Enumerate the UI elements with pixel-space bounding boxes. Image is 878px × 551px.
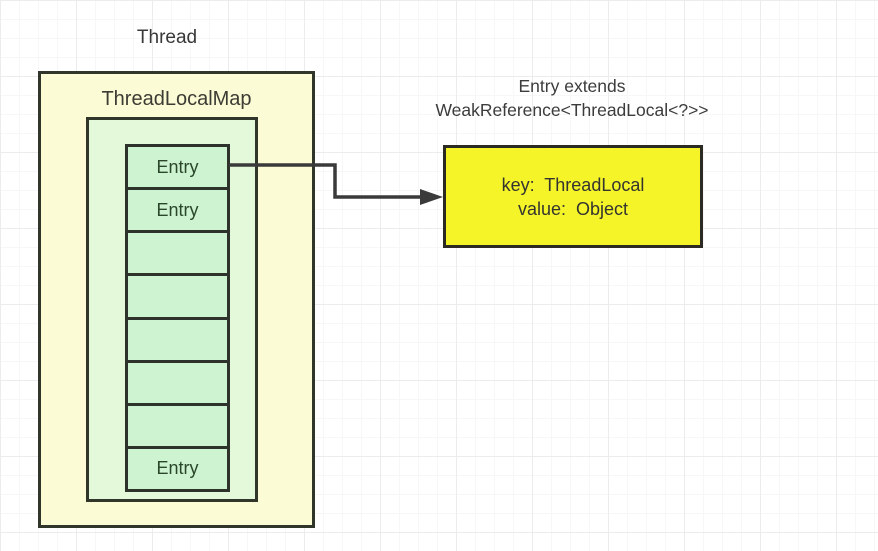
entry-cell-7: Entry bbox=[128, 445, 227, 489]
thread-label: Thread bbox=[136, 27, 198, 48]
entry-detail-box: key: ThreadLocal value: Object bbox=[443, 145, 703, 248]
entry-stack: Entry Entry Entry bbox=[125, 144, 230, 492]
arrowhead-icon bbox=[420, 189, 443, 205]
threadlocalmap-title: ThreadLocalMap bbox=[101, 88, 252, 110]
entry-cell-6 bbox=[128, 402, 227, 446]
entry-cell-2 bbox=[128, 230, 227, 274]
entry-value-line: value: Object bbox=[517, 198, 629, 219]
entry-cell-1: Entry bbox=[128, 187, 227, 231]
entry-cell-3 bbox=[128, 273, 227, 317]
reference-arrow bbox=[229, 163, 443, 205]
entry-cell-4 bbox=[128, 316, 227, 360]
entry-key-line: key: ThreadLocal bbox=[501, 174, 645, 195]
entry-cell-5 bbox=[128, 359, 227, 403]
entry-extends-note: Entry extends WeakReference<ThreadLocal<… bbox=[435, 76, 709, 120]
entry-cell-0: Entry bbox=[128, 147, 227, 188]
